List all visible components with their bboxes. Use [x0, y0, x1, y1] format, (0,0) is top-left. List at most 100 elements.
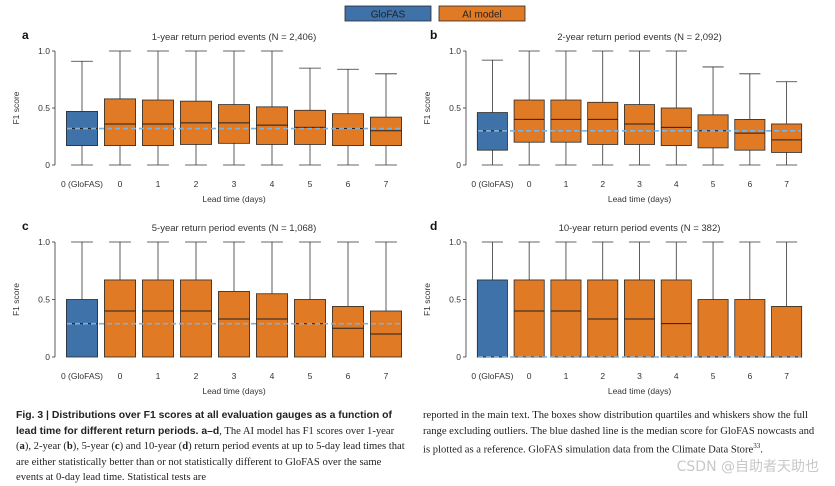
- panel-letter: c: [22, 219, 29, 233]
- caption-ref-b: b: [66, 441, 73, 453]
- box-2: [180, 241, 212, 358]
- box-iqr: [660, 279, 692, 358]
- x-tick-label: 0: [527, 371, 532, 381]
- box-1: [142, 241, 174, 358]
- box-6: [734, 241, 766, 358]
- x-axis-label: Lead time (days): [202, 386, 265, 396]
- box-iqr: [370, 116, 402, 147]
- caption-right-end: .: [760, 444, 763, 456]
- x-tick-label: 0: [527, 179, 532, 189]
- box-7: [771, 81, 803, 166]
- caption-text-3: ) and 10-year (: [119, 441, 183, 453]
- x-axis-label: Lead time (days): [202, 194, 265, 204]
- x-axis-label: Lead time (days): [608, 194, 671, 204]
- legend-label-glofas: GloFAS: [371, 10, 406, 21]
- y-tick-label: 0.5: [449, 103, 461, 113]
- caption-text-intro: , The AI model has F1 scores over 1-year…: [16, 425, 395, 453]
- x-tick-label: 6: [747, 179, 752, 189]
- panel-title: 1-year return period events (N = 2,406): [152, 32, 317, 43]
- box-iqr: [771, 123, 803, 153]
- y-tick-label: 0: [456, 160, 461, 170]
- caption-ref-d: d: [182, 441, 189, 453]
- x-tick-label: 0 (GloFAS): [471, 371, 513, 381]
- box-iqr: [142, 279, 174, 358]
- legend-swatch-glofas: [344, 5, 432, 22]
- x-tick-label: 7: [384, 179, 389, 189]
- box-1: [550, 50, 582, 166]
- x-tick-label: 7: [384, 371, 389, 381]
- y-tick-label: 0.5: [38, 103, 50, 113]
- box-iqr: [697, 299, 729, 358]
- x-tick-label: 0 (GloFAS): [61, 179, 103, 189]
- box-iqr: [550, 279, 582, 358]
- y-axis-label: F1 score: [422, 91, 432, 124]
- panel-b: b 2-year return period events (N = 2,092)…: [422, 28, 803, 204]
- box-4: [256, 50, 288, 166]
- y-tick-label: 0.5: [38, 295, 50, 305]
- box-3: [624, 241, 655, 358]
- box-3: [218, 241, 250, 358]
- legend: GloFAS AI model: [344, 5, 526, 22]
- x-tick-label: 0: [118, 371, 123, 381]
- box-0-glofas-: [66, 60, 98, 166]
- box-iqr: [294, 299, 326, 358]
- y-axis-label: F1 score: [11, 91, 21, 124]
- caption-ref-a: a: [19, 441, 25, 453]
- caption-figure-label: Fig. 3 | Distributions over F1 scores at…: [16, 410, 392, 437]
- box-5: [294, 241, 326, 358]
- y-tick-label: 1.0: [38, 237, 50, 247]
- box-iqr: [513, 279, 545, 358]
- x-tick-label: 1: [564, 179, 569, 189]
- x-tick-label: 1: [156, 179, 161, 189]
- x-tick-label: 5: [308, 371, 313, 381]
- x-axis-label: Lead time (days): [608, 386, 671, 396]
- box-iqr: [587, 101, 619, 145]
- box-iqr: [660, 107, 692, 147]
- box-4: [660, 50, 692, 166]
- caption-left-column: Fig. 3 | Distributions over F1 scores at…: [16, 408, 408, 486]
- y-axis-label: F1 score: [422, 283, 432, 316]
- box-0-glofas-: [66, 241, 98, 358]
- box-2: [180, 50, 212, 166]
- x-tick-label: 2: [194, 371, 199, 381]
- caption-text-1: ), 2-year (: [24, 441, 67, 453]
- x-tick-label: 4: [674, 371, 679, 381]
- box-1: [550, 241, 582, 358]
- box-7: [771, 241, 803, 358]
- y-tick-label: 0: [45, 160, 50, 170]
- box-iqr: [256, 293, 288, 358]
- panel-letter: b: [430, 28, 437, 42]
- caption-right-column: reported in the main text. The boxes sho…: [423, 408, 823, 458]
- x-tick-label: 4: [270, 371, 275, 381]
- box-3: [218, 50, 250, 166]
- box-iqr: [624, 104, 655, 145]
- box-4: [256, 241, 288, 358]
- x-tick-label: 1: [156, 371, 161, 381]
- box-iqr: [104, 98, 136, 147]
- legend-swatch-ai-model: [438, 5, 526, 22]
- box-5: [294, 67, 326, 166]
- caption-reference-number: 33: [753, 442, 761, 451]
- box-iqr: [256, 106, 288, 145]
- box-4: [660, 241, 692, 358]
- box-0-glofas-: [476, 241, 508, 358]
- box-6: [332, 241, 364, 358]
- x-tick-label: 3: [232, 179, 237, 189]
- x-tick-label: 5: [711, 371, 716, 381]
- box-5: [697, 241, 729, 358]
- x-tick-label: 0: [118, 179, 123, 189]
- y-tick-label: 1.0: [38, 46, 50, 56]
- box-1: [142, 50, 174, 166]
- x-tick-label: 0 (GloFAS): [471, 179, 513, 189]
- box-0: [104, 50, 136, 166]
- panel-title: 2-year return period events (N = 2,092): [557, 32, 722, 43]
- box-iqr: [734, 119, 766, 151]
- box-0-glofas-: [476, 59, 508, 166]
- caption-right-text: reported in the main text. The boxes sho…: [423, 410, 815, 456]
- box-iqr: [550, 99, 582, 143]
- box-2: [587, 241, 619, 358]
- box-7: [370, 241, 402, 358]
- panel-title: 5-year return period events (N = 1,068): [152, 223, 317, 234]
